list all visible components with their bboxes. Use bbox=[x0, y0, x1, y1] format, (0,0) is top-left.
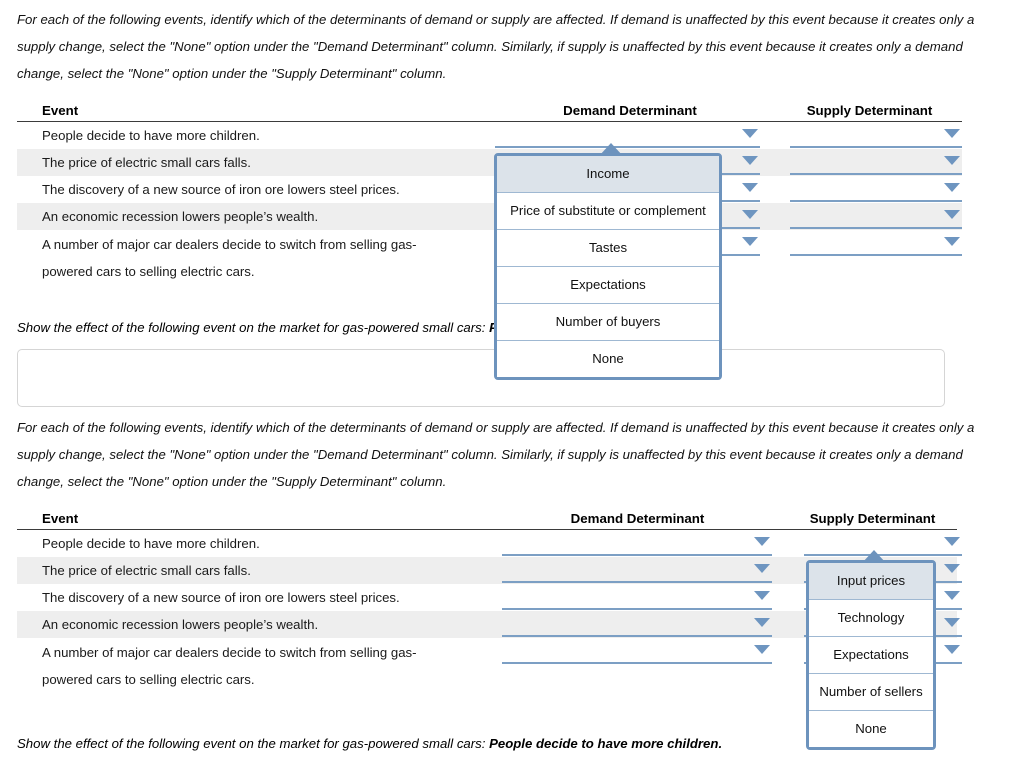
demand-determinant-select-row-4[interactable] bbox=[502, 614, 772, 637]
determinants-table-1: Event Demand Determinant Supply Determin… bbox=[17, 97, 962, 284]
table-row: The discovery of a new source of iron or… bbox=[17, 584, 962, 611]
event-label: The discovery of a new source of iron or… bbox=[42, 182, 400, 197]
chevron-down-icon bbox=[944, 564, 960, 573]
dropdown-option-expectations[interactable]: Expectations bbox=[497, 267, 719, 304]
dropdown-option-tastes[interactable]: Tastes bbox=[497, 230, 719, 267]
supply-determinant-select-row-2[interactable] bbox=[790, 152, 962, 175]
chevron-down-icon bbox=[754, 537, 770, 546]
event-label: People decide to have more children. bbox=[42, 536, 260, 551]
chevron-down-icon bbox=[944, 618, 960, 627]
event-label: A number of major car dealers decide to … bbox=[42, 645, 417, 687]
chevron-down-icon bbox=[754, 591, 770, 600]
closing-prefix: Show the effect of the following event o… bbox=[17, 320, 490, 335]
table-row: A number of major car dealers decide to … bbox=[17, 230, 962, 284]
table-row: A number of major car dealers decide to … bbox=[17, 638, 962, 692]
chevron-down-icon bbox=[944, 210, 960, 219]
table-row: The price of electric small cars falls. bbox=[17, 149, 962, 176]
chevron-down-icon bbox=[742, 237, 758, 246]
answer-input-box[interactable] bbox=[17, 349, 945, 407]
event-label: The discovery of a new source of iron or… bbox=[42, 590, 400, 605]
chevron-down-icon bbox=[754, 645, 770, 654]
demand-determinant-select-row-1[interactable] bbox=[502, 533, 772, 556]
supply-determinant-select-row-3[interactable] bbox=[790, 179, 962, 202]
column-header-demand-determinant: Demand Determinant bbox=[563, 103, 697, 118]
event-label: An economic recession lowers people’s we… bbox=[42, 209, 319, 224]
supply-determinant-select-row-1[interactable] bbox=[790, 125, 962, 148]
dropdown-option-number-of-sellers[interactable]: Number of sellers bbox=[809, 674, 933, 711]
event-label: People decide to have more children. bbox=[42, 128, 260, 143]
table-header-row-2: Event Demand Determinant Supply Determin… bbox=[17, 505, 957, 530]
chevron-down-icon bbox=[944, 156, 960, 165]
column-header-event: Event bbox=[42, 103, 79, 118]
table-row: People decide to have more children. bbox=[17, 530, 962, 557]
table-row: An economic recession lowers people’s we… bbox=[17, 611, 962, 638]
column-header-demand-determinant: Demand Determinant bbox=[570, 511, 705, 526]
chevron-down-icon bbox=[742, 183, 758, 192]
demand-determinant-select-row-1[interactable] bbox=[495, 125, 760, 148]
chevron-down-icon bbox=[742, 210, 758, 219]
chevron-down-icon bbox=[944, 237, 960, 246]
event-label: The price of electric small cars falls. bbox=[42, 563, 251, 578]
column-header-supply-determinant: Supply Determinant bbox=[809, 511, 936, 526]
dropdown-option-number-of-buyers[interactable]: Number of buyers bbox=[497, 304, 719, 341]
determinants-exercise-section-2: For each of the following events, identi… bbox=[0, 408, 1024, 751]
event-label: The price of electric small cars falls. bbox=[42, 155, 251, 170]
chevron-down-icon bbox=[944, 183, 960, 192]
chevron-down-icon bbox=[742, 156, 758, 165]
dropdown-option-price-of-substitute-or-complement[interactable]: Price of substitute or complement bbox=[497, 193, 719, 230]
chevron-down-icon bbox=[754, 618, 770, 627]
closing-prefix: Show the effect of the following event o… bbox=[17, 736, 490, 751]
demand-determinant-select-row-2[interactable] bbox=[502, 560, 772, 583]
chevron-down-icon bbox=[754, 564, 770, 573]
demand-determinant-dropdown-open[interactable]: Income Price of substitute or complement… bbox=[494, 143, 722, 380]
instructions-paragraph-1: For each of the following events, identi… bbox=[17, 12, 975, 81]
determinants-table-2: Event Demand Determinant Supply Determin… bbox=[17, 505, 962, 692]
dropdown-option-none[interactable]: None bbox=[497, 341, 719, 377]
chevron-down-icon bbox=[944, 591, 960, 600]
chevron-down-icon bbox=[944, 645, 960, 654]
dropdown-option-input-prices[interactable]: Input prices bbox=[809, 563, 933, 600]
supply-determinant-select-row-5[interactable] bbox=[790, 233, 962, 256]
closing-sentence-2: Show the effect of the following event o… bbox=[17, 736, 722, 751]
demand-determinant-select-row-3[interactable] bbox=[502, 587, 772, 610]
dropdown-pointer-icon bbox=[599, 143, 623, 156]
chevron-down-icon bbox=[944, 129, 960, 138]
chevron-down-icon bbox=[944, 537, 960, 546]
table-row: An economic recession lowers people’s we… bbox=[17, 203, 962, 230]
supply-determinant-select-row-4[interactable] bbox=[790, 206, 962, 229]
demand-determinant-select-row-5[interactable] bbox=[502, 641, 772, 664]
table-row: The price of electric small cars falls. bbox=[17, 557, 962, 584]
table-row: The discovery of a new source of iron or… bbox=[17, 176, 962, 203]
dropdown-option-income[interactable]: Income bbox=[497, 156, 719, 193]
chevron-down-icon bbox=[742, 129, 758, 138]
dropdown-option-technology[interactable]: Technology bbox=[809, 600, 933, 637]
column-header-supply-determinant: Supply Determinant bbox=[806, 103, 933, 118]
dropdown-pointer-icon bbox=[862, 550, 886, 563]
event-label: An economic recession lowers people’s we… bbox=[42, 617, 319, 632]
dropdown-option-none[interactable]: None bbox=[809, 711, 933, 747]
closing-bold-event: People decide to have more children. bbox=[489, 736, 723, 751]
event-label: A number of major car dealers decide to … bbox=[42, 237, 417, 279]
instructions-paragraph-2: For each of the following events, identi… bbox=[17, 420, 975, 489]
column-header-event: Event bbox=[42, 511, 79, 526]
dropdown-option-expectations[interactable]: Expectations bbox=[809, 637, 933, 674]
table-row: People decide to have more children. bbox=[17, 122, 962, 149]
supply-determinant-dropdown-open[interactable]: Input prices Technology Expectations Num… bbox=[806, 550, 936, 750]
determinants-exercise-section-1: For each of the following events, identi… bbox=[0, 0, 1024, 407]
table-header-row-1: Event Demand Determinant Supply Determin… bbox=[17, 97, 962, 122]
